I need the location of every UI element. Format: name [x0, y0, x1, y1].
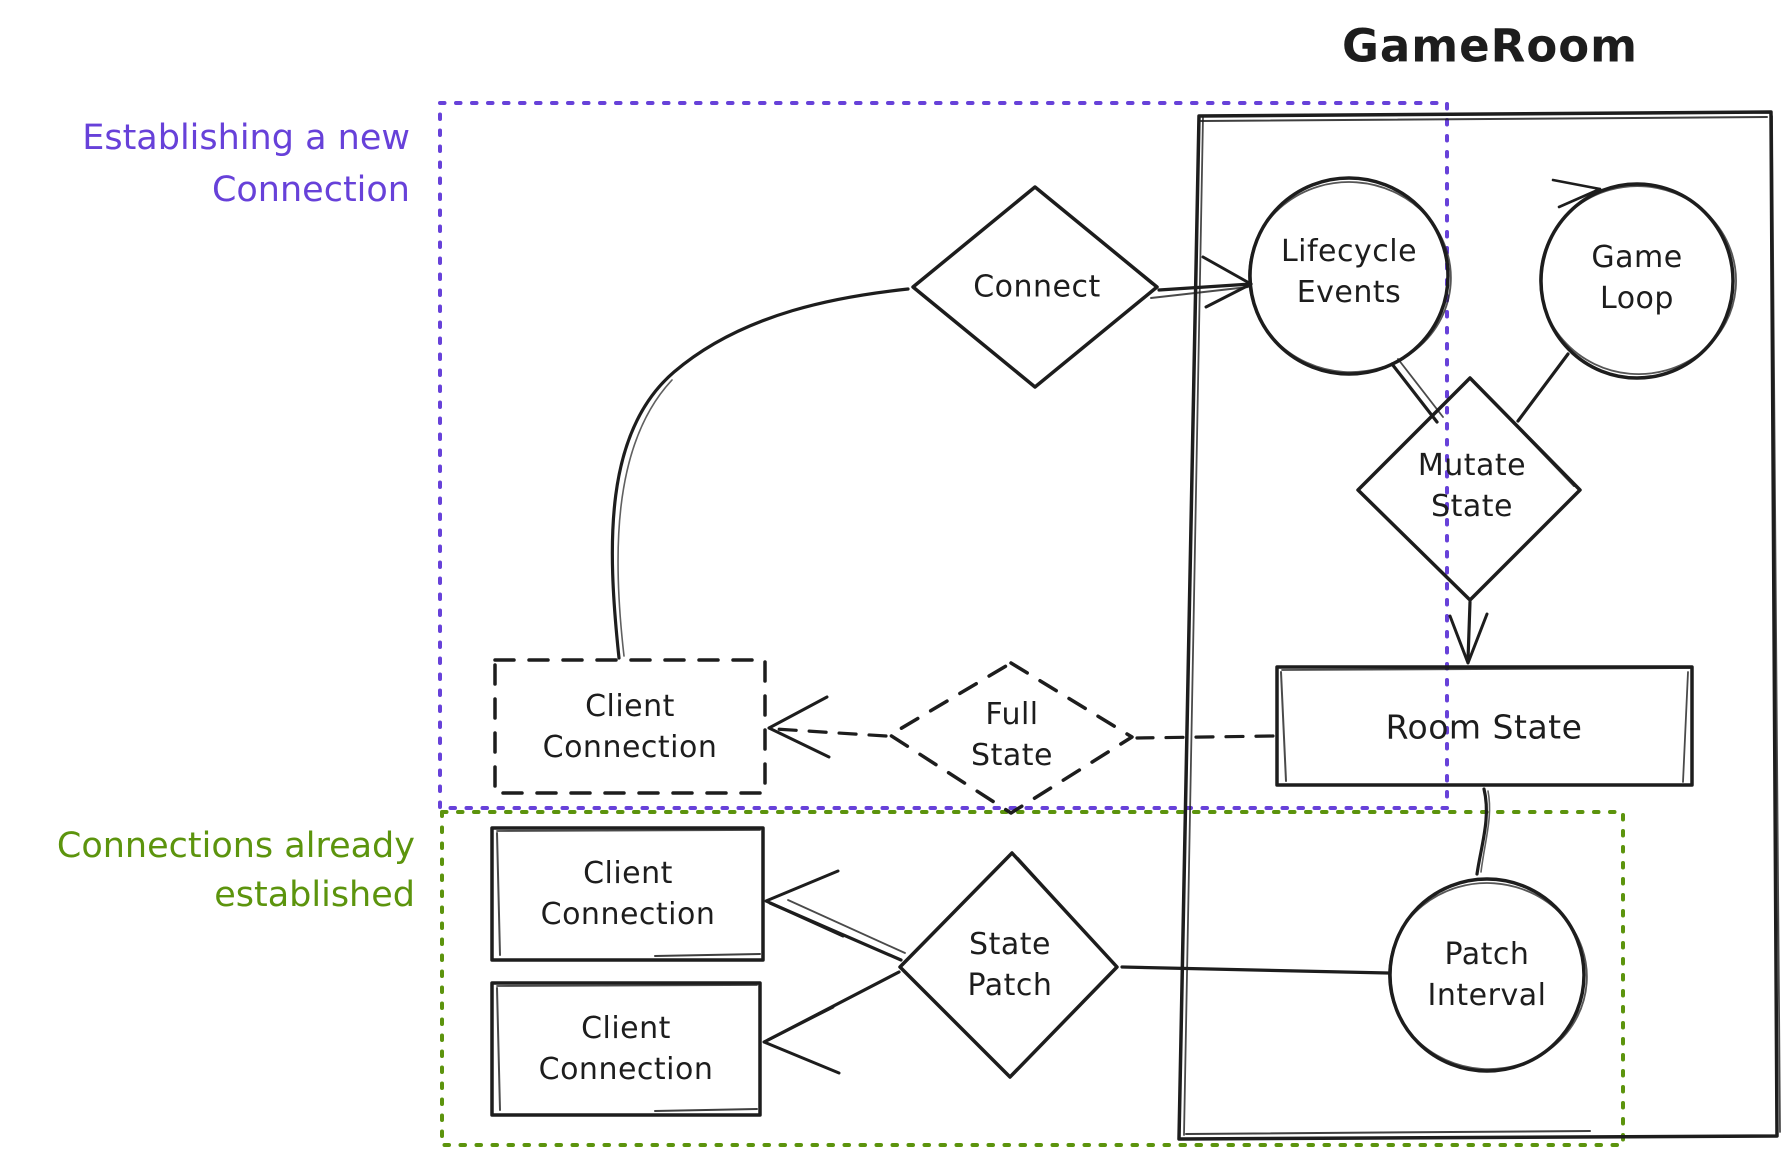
lifecycle-events-circle: [1248, 176, 1452, 376]
patch-interval-line1: Patch: [1444, 937, 1530, 972]
edge-state-patch-to-client-connection-b: [762, 970, 901, 1075]
game-loop-line2: Loop: [1600, 281, 1674, 316]
edge-room-state-to-full-state: [1135, 734, 1275, 740]
mutate-state-line1: Mutate: [1417, 448, 1527, 483]
client-connection-a-line1: Client: [583, 856, 673, 891]
game-loop-label: Game Loop: [1591, 237, 1682, 319]
state-patch-line1: State: [969, 927, 1051, 962]
mutate-state-diamond: [1356, 376, 1582, 602]
edge-room-state-to-patch-interval: [1475, 787, 1491, 876]
edge-full-state-to-client-connection-new: [767, 695, 888, 759]
edge-lifecycle-events-to-mutate-state: [1390, 358, 1444, 424]
state-patch-line2: Patch: [967, 968, 1053, 1003]
client-connection-b-box: [490, 981, 762, 1117]
client-connection-b-line1: Client: [581, 1011, 671, 1046]
gameroom-title: GameRoom: [1341, 19, 1639, 73]
mutate-state-label: Mutate State: [1418, 445, 1526, 527]
game-loop-line1: Game: [1591, 240, 1683, 275]
edge-patch-interval-to-state-patch: [1120, 965, 1390, 975]
full-state-label: Full State: [971, 694, 1053, 776]
edge-client-connection-new-to-connect: [610, 287, 910, 660]
new-connection-region-label: Establishing a new Connection: [0, 112, 410, 216]
client-connection-new-label: Client Connection: [543, 686, 718, 768]
client-connection-a-label: Client Connection: [541, 853, 716, 935]
new-connection-region-frame: [438, 101, 1449, 810]
gameroom-container-box: [1177, 110, 1781, 1141]
edge-game-loop-to-mutate-state: [1516, 352, 1570, 423]
room-state-label: Room State: [1385, 707, 1583, 747]
lifecycle-events-label: Lifecycle Events: [1281, 231, 1417, 313]
new-connection-label-line2: Connection: [211, 170, 410, 210]
room-state-box: [1275, 665, 1694, 787]
game-loop-self-arrowhead: [1551, 178, 1602, 209]
established-region-frame: [440, 810, 1625, 1147]
new-connection-label-line1: Establishing a new: [82, 118, 410, 158]
full-state-diamond: [888, 661, 1134, 815]
client-connection-new-line2: Connection: [542, 730, 718, 765]
patch-interval-label: Patch Interval: [1428, 934, 1547, 1016]
edge-state-patch-to-client-connection-a: [764, 869, 906, 962]
client-connection-a-line2: Connection: [540, 897, 716, 932]
connect-label: Connect: [973, 269, 1101, 305]
mutate-state-line2: State: [1431, 489, 1513, 524]
established-region-label: Connections already established: [0, 822, 415, 920]
state-patch-label: State Patch: [968, 924, 1053, 1006]
edge-mutate-state-to-room-state: [1448, 600, 1489, 665]
lifecycle-events-line1: Lifecycle: [1280, 234, 1418, 269]
connect-diamond: [911, 185, 1159, 389]
lifecycle-events-line2: Events: [1296, 275, 1402, 310]
established-label-line1: Connections already: [56, 826, 415, 866]
client-connection-b-line2: Connection: [538, 1052, 714, 1087]
client-connection-new-line1: Client: [585, 689, 675, 724]
established-label-line2: established: [214, 875, 415, 915]
patch-interval-line2: Interval: [1427, 978, 1547, 1013]
client-connection-new-box: [493, 658, 767, 795]
full-state-line1: Full: [985, 697, 1039, 732]
state-patch-diamond: [898, 851, 1119, 1079]
client-connection-b-label: Client Connection: [539, 1008, 714, 1090]
patch-interval-circle: [1388, 877, 1588, 1073]
full-state-line2: State: [971, 738, 1053, 773]
game-loop-circle: [1539, 182, 1737, 380]
client-connection-a-box: [490, 826, 765, 962]
edge-connect-to-lifecycle-events: [1150, 255, 1253, 309]
